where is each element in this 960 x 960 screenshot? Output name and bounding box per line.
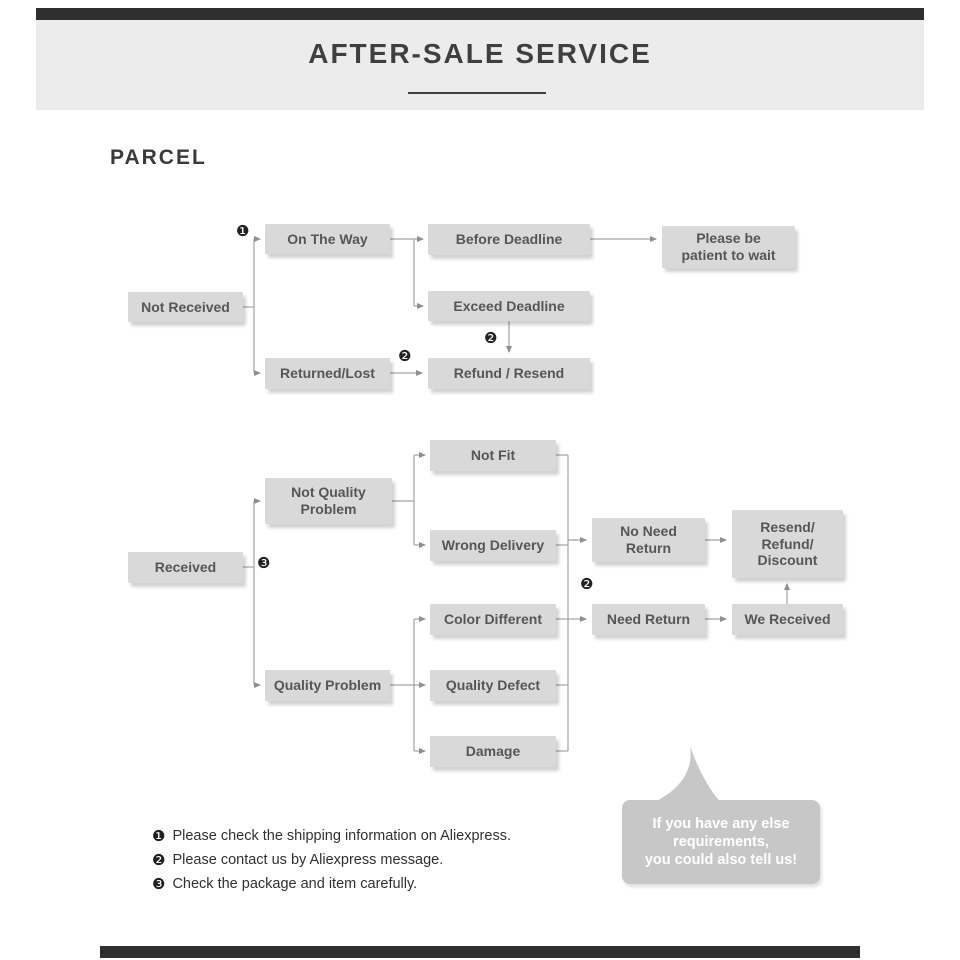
node-need-return: Need Return xyxy=(592,604,705,635)
note-marker-3: ❸ xyxy=(152,875,166,893)
node-exceed-deadline: Exceed Deadline xyxy=(428,291,590,321)
node-no-need-return: No Need Return xyxy=(592,518,705,562)
node-not-fit: Not Fit xyxy=(430,440,556,471)
node-received: Received xyxy=(128,552,243,583)
speech-bubble: If you have any else requirements, you c… xyxy=(622,800,820,884)
note-item-2: ❷ Please contact us by Aliexpress messag… xyxy=(152,848,511,872)
node-please-wait: Please be patient to wait xyxy=(662,226,795,268)
note-item-1: ❶ Please check the shipping information … xyxy=(152,824,511,848)
notes-list: ❶ Please check the shipping information … xyxy=(152,824,511,896)
step-marker-2-return: ❷ xyxy=(580,575,594,593)
node-returned-lost: Returned/Lost xyxy=(265,358,390,389)
note-text-2: Please contact us by Aliexpress message. xyxy=(172,852,444,868)
note-text-1: Please check the shipping information on… xyxy=(172,828,511,844)
step-marker-2-returned: ❷ xyxy=(398,347,412,365)
speech-bubble-tail xyxy=(650,746,722,804)
node-wrong-delivery: Wrong Delivery xyxy=(430,530,556,561)
header-band xyxy=(36,20,924,110)
node-we-received: We Received xyxy=(732,604,843,635)
title-underline xyxy=(408,92,546,94)
section-title-parcel: PARCEL xyxy=(110,146,207,169)
note-marker-2: ❷ xyxy=(152,851,166,869)
node-resend-refund-discount: Resend/ Refund/ Discount xyxy=(732,510,843,578)
node-quality-problem: Quality Problem xyxy=(265,670,390,701)
node-not-quality-problem: Not Quality Problem xyxy=(265,478,392,524)
note-marker-1: ❶ xyxy=(152,827,166,845)
note-text-3: Check the package and item carefully. xyxy=(172,876,418,892)
node-on-the-way: On The Way xyxy=(265,224,390,254)
node-damage: Damage xyxy=(430,736,556,767)
node-before-deadline: Before Deadline xyxy=(428,224,590,255)
step-marker-3: ❸ xyxy=(257,554,271,572)
bottom-border-bar xyxy=(100,946,860,958)
note-item-3: ❸ Check the package and item carefully. xyxy=(152,872,511,896)
node-quality-defect: Quality Defect xyxy=(430,670,556,701)
node-refund-resend: Refund / Resend xyxy=(428,358,590,389)
page-title: AFTER-SALE SERVICE xyxy=(308,38,652,69)
top-border-bar xyxy=(36,8,924,20)
step-marker-1: ❶ xyxy=(236,222,250,240)
node-color-different: Color Different xyxy=(430,604,556,635)
step-marker-2-exceed: ❷ xyxy=(484,329,498,347)
node-not-received: Not Received xyxy=(128,292,243,322)
